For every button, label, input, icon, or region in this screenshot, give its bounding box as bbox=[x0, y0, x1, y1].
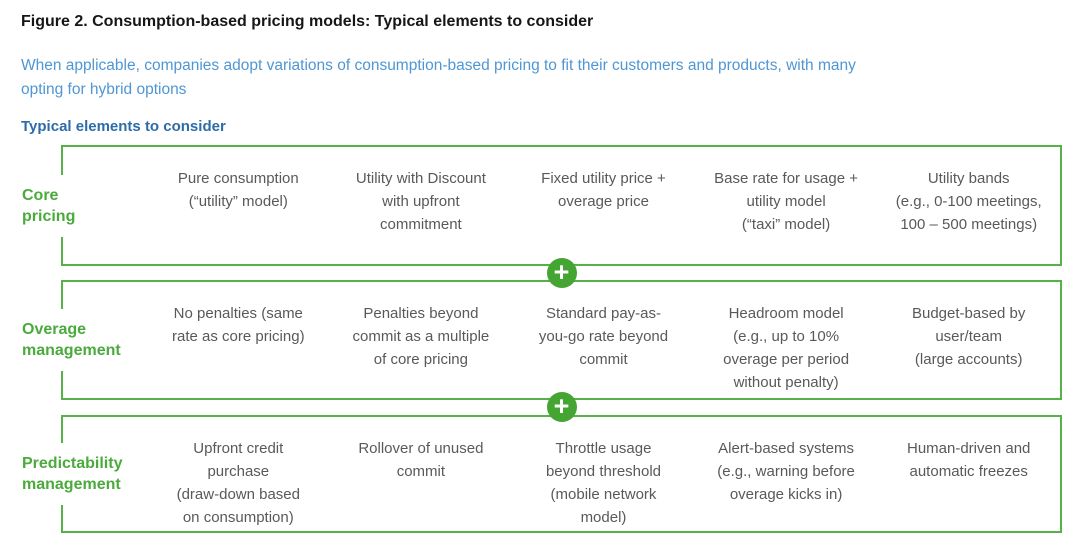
row-label-core-pricing: Core pricing bbox=[22, 174, 84, 237]
row-label-overage-management: Overage management bbox=[22, 309, 129, 371]
figure-subtitle: When applicable, companies adopt variati… bbox=[21, 57, 856, 98]
cell-overage-3: Standard pay-as- you-go rate beyond comm… bbox=[538, 305, 669, 368]
figure-title: Figure 2. Consumption-based pricing mode… bbox=[21, 13, 594, 30]
cell-predictability-1: Upfront credit purchase (draw-down based… bbox=[176, 440, 300, 526]
row-cells: Upfront credit purchase (draw-down based… bbox=[147, 417, 1060, 529]
section-heading: Typical elements to consider bbox=[21, 118, 226, 135]
cell-core-pricing-1: Pure consumption (“utility” model) bbox=[177, 170, 299, 210]
row-label-predictability-management: Predictability management bbox=[22, 443, 131, 505]
cell-predictability-5: Human-driven and automatic freezes bbox=[906, 440, 1031, 480]
pricing-elements-matrix: Core pricing Pure consumption (“utility”… bbox=[22, 145, 1062, 537]
cell-core-pricing-5: Utility bands (e.g., 0-100 meetings, 100… bbox=[895, 170, 1042, 233]
cell-core-pricing-2: Utility with Discount with upfront commi… bbox=[355, 170, 486, 233]
cell-core-pricing-3: Fixed utility price + overage price bbox=[541, 170, 666, 210]
cell-predictability-4: Alert-based systems (e.g., warning befor… bbox=[717, 440, 855, 503]
row-cells: Pure consumption (“utility” model) Utili… bbox=[147, 147, 1060, 236]
cell-overage-5: Budget-based by user/team (large account… bbox=[911, 305, 1026, 368]
row-core-pricing: Core pricing Pure consumption (“utility”… bbox=[22, 145, 1062, 266]
cell-overage-2: Penalties beyond commit as a multiple of… bbox=[352, 305, 490, 368]
cell-overage-1: No penalties (same rate as core pricing) bbox=[172, 305, 305, 345]
row-overage-management: Overage management No penalties (same ra… bbox=[22, 280, 1062, 400]
cell-predictability-2: Rollover of unused commit bbox=[358, 440, 484, 480]
plus-icon: + bbox=[546, 392, 577, 422]
row-cells: No penalties (same rate as core pricing)… bbox=[147, 282, 1060, 394]
cell-overage-4: Headroom model (e.g., up to 10% overage … bbox=[723, 305, 850, 391]
plus-icon: + bbox=[546, 258, 577, 288]
cell-core-pricing-4: Base rate for usage + utility model (“ta… bbox=[714, 170, 859, 233]
row-predictability-management: Predictability management Upfront credit… bbox=[22, 415, 1062, 533]
cell-predictability-3: Throttle usage beyond threshold (mobile … bbox=[545, 440, 662, 526]
